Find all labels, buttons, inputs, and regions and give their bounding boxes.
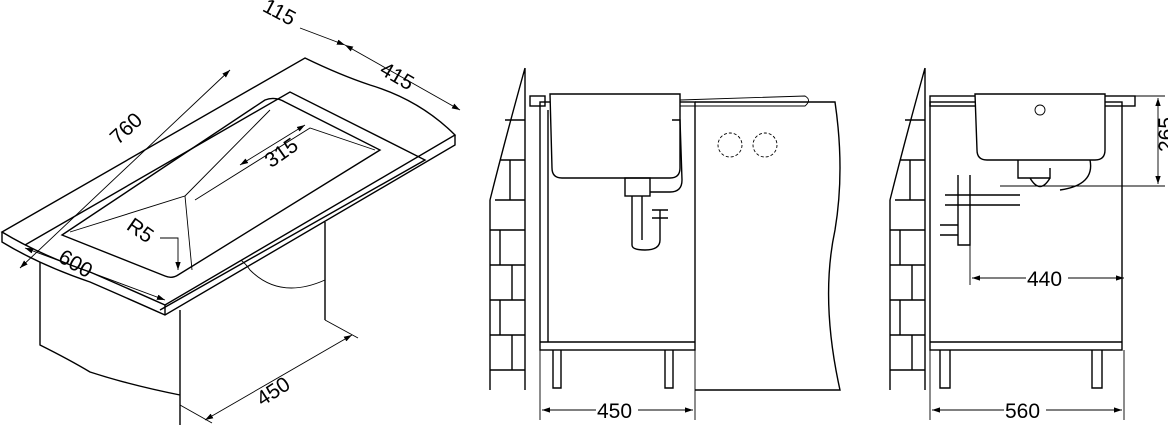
label-bg	[1004, 398, 1046, 420]
overflow-pipe	[650, 119, 683, 193]
dim-440-label: 440	[1027, 268, 1062, 291]
dim-760-label: 760	[106, 108, 147, 149]
brick-wall	[489, 67, 526, 390]
dim-560-label: 560	[1005, 400, 1040, 423]
ext-line	[179, 404, 213, 424]
dim-line-600	[24, 247, 166, 301]
front-view: 450	[489, 67, 841, 423]
dim-line-315	[239, 124, 306, 166]
cabinet-legs-side	[939, 350, 1103, 389]
side-view: 265 440 560	[889, 67, 1168, 423]
dim-line-115	[299, 27, 346, 46]
brick-wall-side	[889, 67, 926, 390]
dim-line-r5	[160, 237, 181, 270]
strainer-side	[1017, 159, 1092, 191]
hole-2	[752, 132, 778, 158]
dim-front-450-label: 450	[597, 400, 632, 423]
hole-1	[717, 132, 743, 158]
label-bg	[1026, 266, 1068, 288]
sink-bowl-side	[974, 93, 1106, 161]
siphon-side	[940, 175, 1020, 246]
cabinet-legs	[552, 350, 674, 389]
ext-line	[324, 319, 359, 339]
dim-line-760	[19, 69, 231, 269]
adjacent-cabinet	[695, 101, 841, 391]
strainer	[624, 177, 651, 197]
dim-450-label: 450	[253, 373, 295, 411]
dim-line-450	[204, 334, 353, 421]
dim-265-label: 265	[1155, 117, 1168, 152]
isometric-view: 760 115 415 315 R5 600 450	[0, 0, 461, 425]
sink-bowl-opening	[60, 97, 382, 278]
siphon-trap	[631, 196, 668, 251]
label-bg	[596, 398, 638, 420]
cabinet-left-edge	[39, 262, 181, 396]
drainboard	[679, 95, 809, 107]
dim-115-label: 115	[259, 0, 299, 31]
worktop-edge	[529, 95, 546, 107]
dim-line-415	[344, 44, 461, 111]
overflow-icon	[1034, 104, 1046, 116]
sink-bowl	[549, 93, 681, 179]
